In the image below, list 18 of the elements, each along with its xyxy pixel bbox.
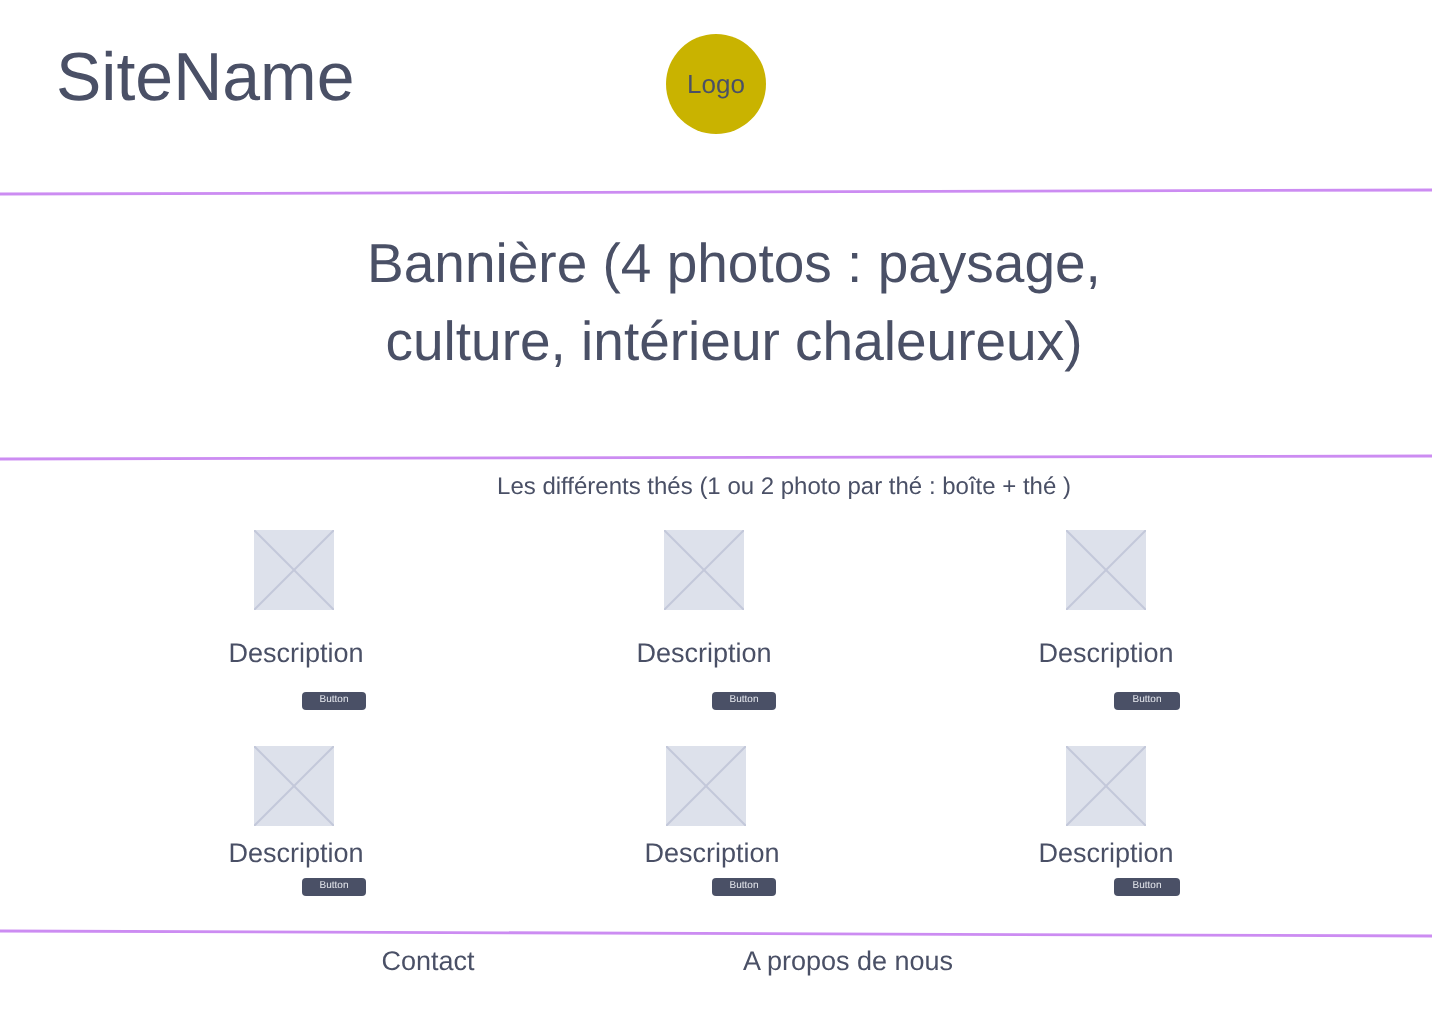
image-placeholder [1066, 746, 1146, 826]
image-placeholder [254, 530, 334, 610]
section-heading: Les différents thés (1 ou 2 photo par thé : boîte + thé ) [495, 472, 1073, 501]
image-placeholder [1066, 530, 1146, 610]
image-caption: Description [228, 638, 364, 670]
placeholder-label: Logo [687, 69, 745, 99]
image-placeholder [666, 746, 746, 826]
image-caption: Description [1038, 638, 1174, 670]
image-caption: Description [636, 638, 772, 670]
site-name: SiteName [56, 38, 355, 120]
about-link: A propos de nous [742, 946, 954, 979]
banner-text: Bannière (4 photos : paysage, culture, intérieur chaleureux) [365, 230, 1103, 376]
image-placeholder [664, 530, 744, 610]
image-placeholder [254, 746, 334, 826]
image-caption: Description [228, 838, 364, 870]
image-caption: Description [644, 838, 780, 870]
image-caption: Description [1038, 838, 1174, 870]
contact-link: Contact [381, 946, 475, 979]
